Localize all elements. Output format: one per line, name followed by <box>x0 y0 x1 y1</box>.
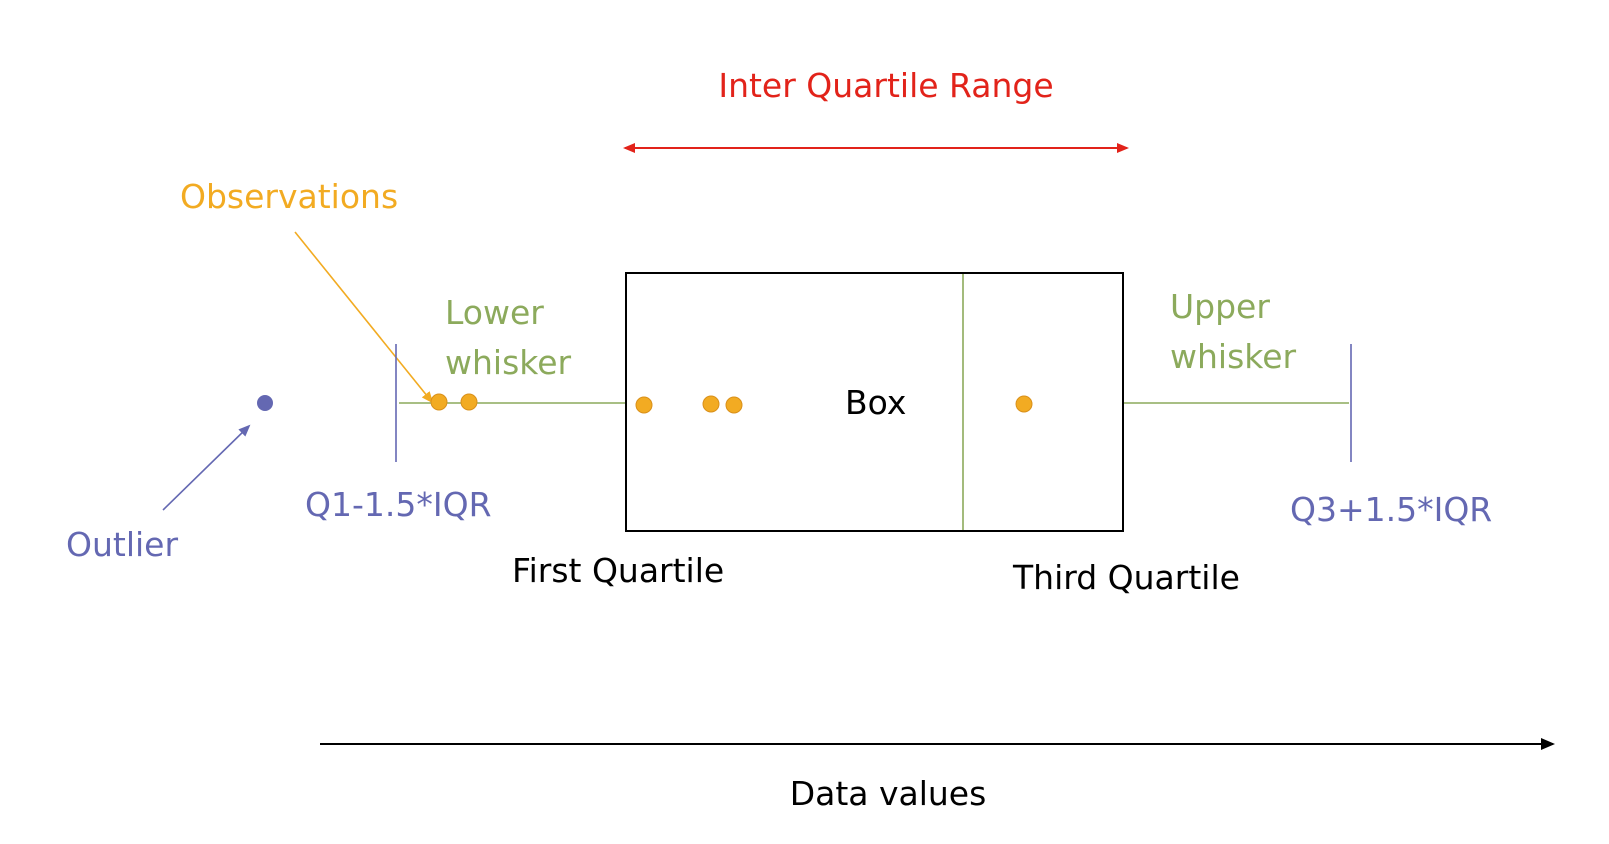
observations-label: Observations <box>180 177 398 216</box>
box-label: Box <box>845 383 906 422</box>
box <box>625 272 1124 532</box>
upper-fence-label: Q3+1.5*IQR <box>1290 490 1492 529</box>
outlier-label: Outlier <box>66 525 178 564</box>
third-quartile-label: Third Quartile <box>1012 558 1240 597</box>
observation-point <box>725 396 743 414</box>
lower-fence-label: Q1-1.5*IQR <box>305 485 492 524</box>
observation-point <box>635 396 653 414</box>
upper-whisker-label-line2: whisker <box>1170 337 1297 376</box>
observation-point <box>1015 395 1033 413</box>
observation-point <box>702 395 720 413</box>
observation-point <box>430 393 448 411</box>
outlier-point <box>257 395 273 411</box>
observations-pointer-arrow <box>294 231 434 404</box>
observation-points <box>430 393 1033 414</box>
data-values-axis-label: Data values <box>790 774 987 813</box>
observation-point <box>460 393 478 411</box>
outlier-pointer-arrow <box>162 424 251 511</box>
lower-whisker-label-line1: Lower <box>445 293 544 332</box>
lower-whisker-label-line2: whisker <box>445 343 572 382</box>
first-quartile-label: First Quartile <box>512 551 724 590</box>
upper-whisker-label-line1: Upper <box>1170 287 1270 326</box>
iqr-label: Inter Quartile Range <box>718 66 1053 105</box>
